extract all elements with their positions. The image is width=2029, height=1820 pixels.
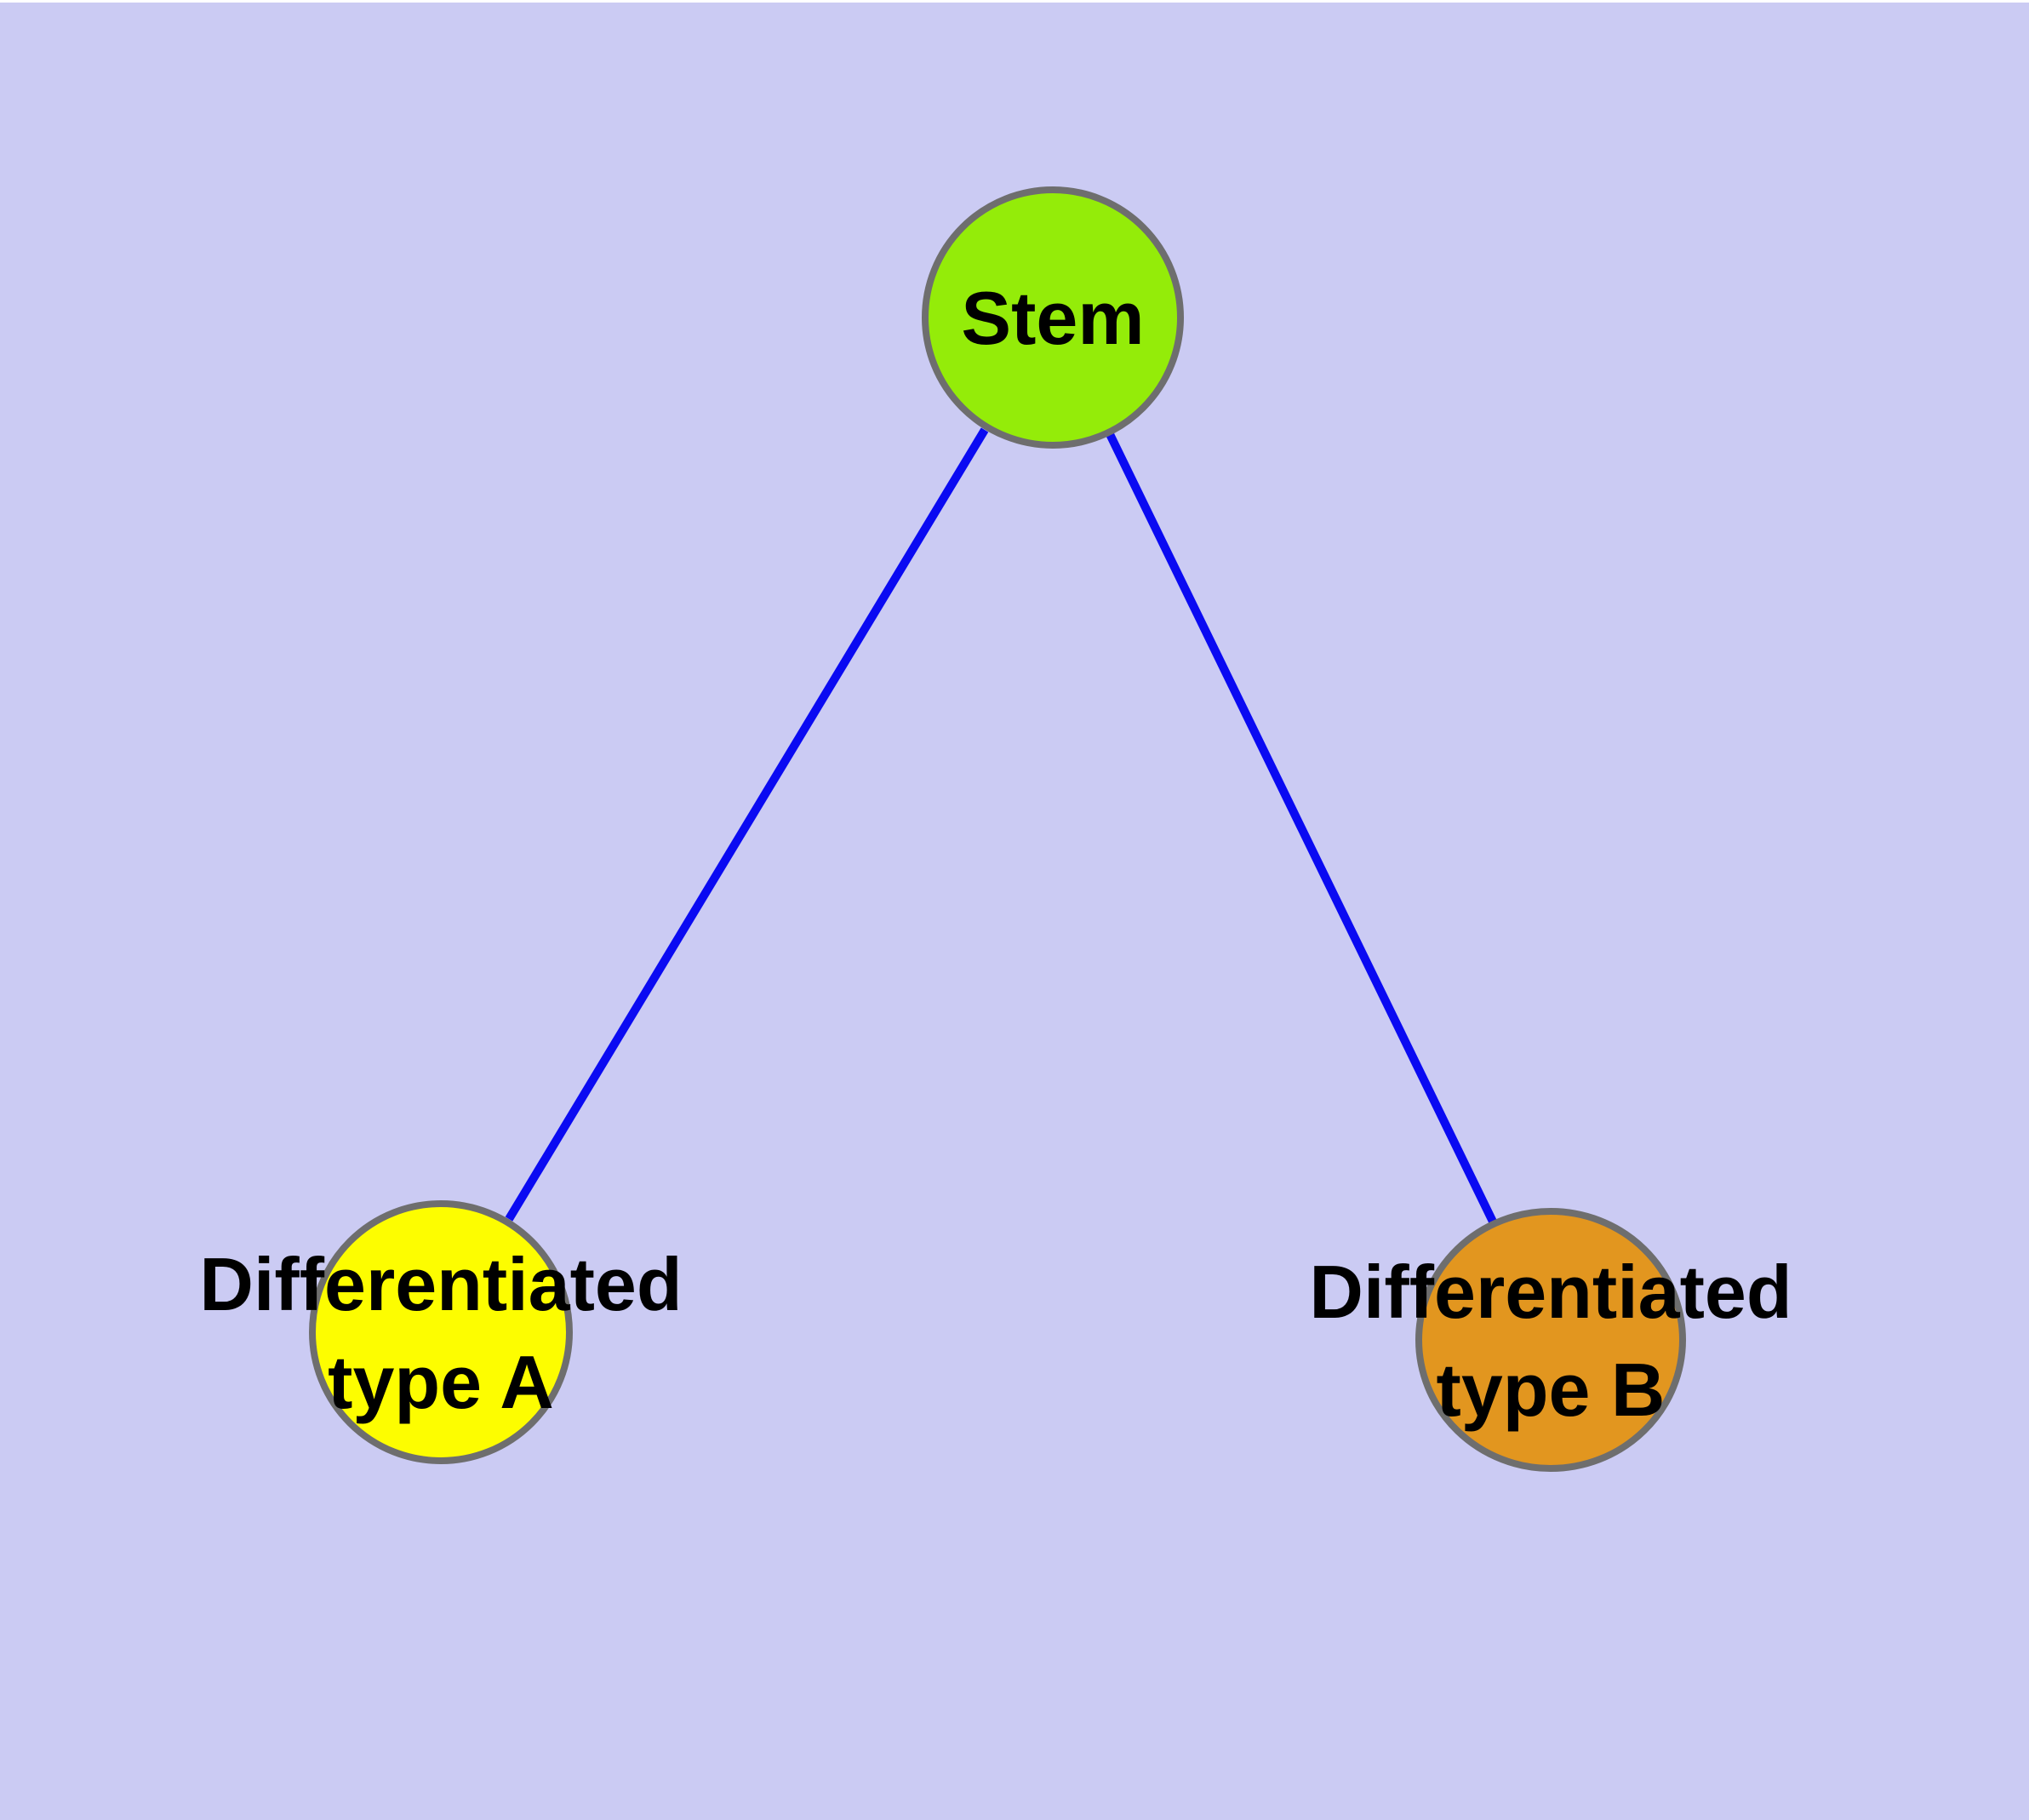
type-b-node-label-line2: type B — [1437, 1348, 1666, 1432]
type-b-node-label-line1: Differentiated — [1309, 1250, 1792, 1334]
edge-stem-to-type-a — [505, 427, 989, 1222]
stem-node — [922, 186, 1184, 449]
type-a-node-label-line1: Differentiated — [199, 1242, 682, 1326]
edge-stem-to-type-b — [1105, 430, 1497, 1224]
type-a-node-label-line2: type A — [328, 1340, 554, 1424]
stem-node-label: Stem — [961, 276, 1144, 360]
type-b-node — [1415, 1208, 1686, 1472]
type-a-node — [309, 1200, 573, 1464]
